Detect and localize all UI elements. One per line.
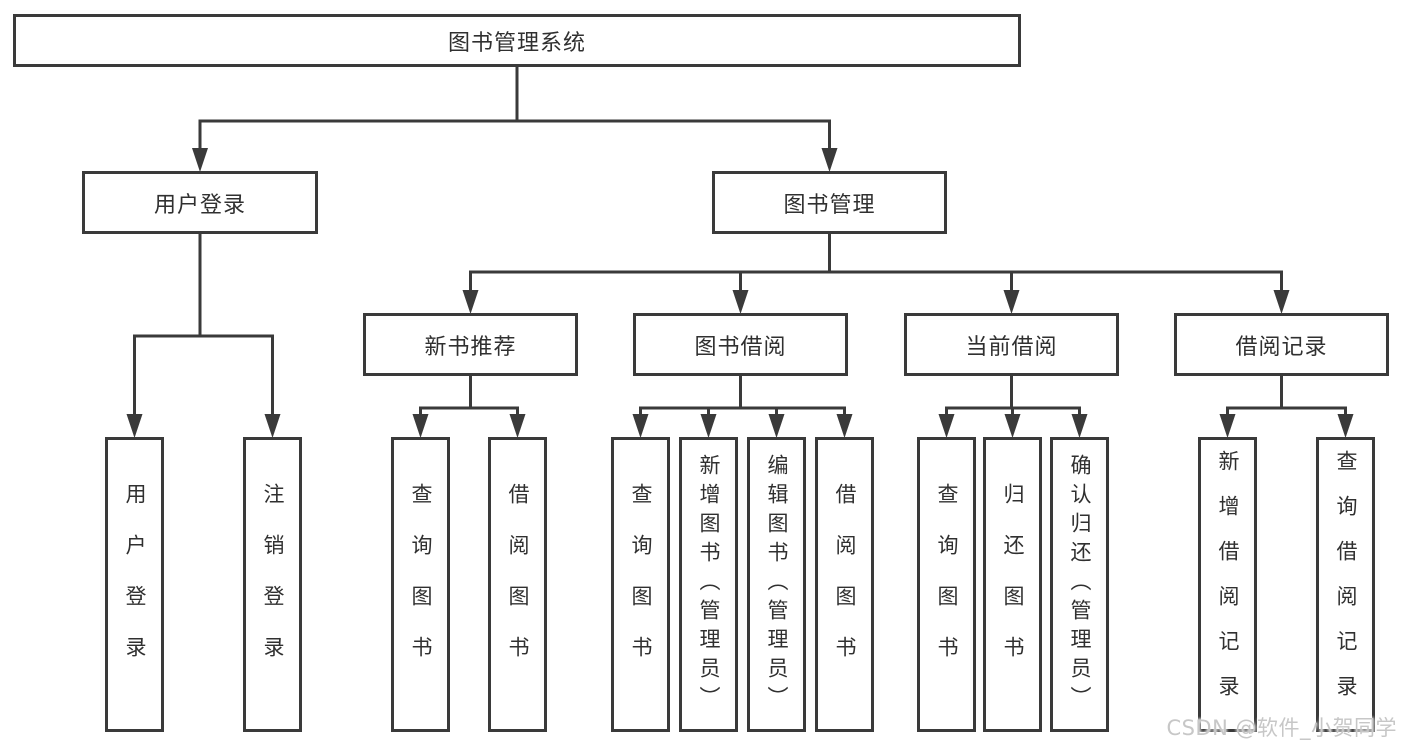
arrow-down-icon xyxy=(836,414,853,438)
connector-book-borrow-split xyxy=(632,374,853,438)
node-borrowing-records: 借阅记录 xyxy=(1174,313,1389,376)
arrow-down-icon xyxy=(821,148,838,172)
leaf-query-books-borrowing: 查询图书 xyxy=(611,437,670,732)
leaf-return-book: 归还图书 xyxy=(983,437,1042,732)
leaf-query-borrow-record: 查询借阅记录 xyxy=(1316,437,1375,732)
arrow-down-icon xyxy=(632,414,649,438)
arrow-down-icon xyxy=(509,414,526,438)
leaf-query-books-current: 查询图书 xyxy=(917,437,976,732)
node-book-management: 图书管理 xyxy=(712,171,947,234)
leaf-add-borrow-record: 新增借阅记录 xyxy=(1198,437,1257,732)
arrow-down-icon xyxy=(264,414,281,438)
leaf-confirm-return-admin: 确认归还（管理员） xyxy=(1050,437,1109,732)
arrow-down-icon xyxy=(1004,414,1021,438)
leaf-edit-book-admin: 编辑图书（管理员） xyxy=(747,437,806,732)
leaf-user-login: 用户登录 xyxy=(105,437,164,732)
arrow-down-icon xyxy=(1337,414,1354,438)
connector-book-management-split xyxy=(462,232,1290,314)
arrow-down-icon xyxy=(732,290,749,314)
arrow-down-icon xyxy=(938,414,955,438)
connector-root-split xyxy=(192,65,838,172)
leaf-borrow-books-borrowing: 借阅图书 xyxy=(815,437,874,732)
connector-user-login-split xyxy=(126,232,281,438)
connector-records-split xyxy=(1219,374,1354,438)
arrow-down-icon xyxy=(126,414,143,438)
arrow-down-icon xyxy=(192,148,208,172)
arrow-down-icon xyxy=(1003,290,1020,314)
connector-current-borrow-split xyxy=(938,374,1088,438)
arrow-down-icon xyxy=(1273,290,1290,314)
node-library-management-system: 图书管理系统 xyxy=(13,14,1021,67)
arrow-down-icon xyxy=(462,290,479,314)
arrow-down-icon xyxy=(700,414,717,438)
node-new-book-recommendation: 新书推荐 xyxy=(363,313,578,376)
arrow-down-icon xyxy=(1219,414,1236,438)
leaf-query-books-recommend: 查询图书 xyxy=(391,437,450,732)
connector-new-book-split xyxy=(412,374,526,438)
arrow-down-icon xyxy=(768,414,785,438)
leaf-logout: 注销登录 xyxy=(243,437,302,732)
node-user-login: 用户登录 xyxy=(82,171,318,234)
arrow-down-icon xyxy=(1071,414,1088,438)
csdn-watermark: CSDN @软件_小贺同学 xyxy=(1166,716,1397,740)
leaf-add-book-admin: 新增图书（管理员） xyxy=(679,437,738,732)
node-current-borrowing: 当前借阅 xyxy=(904,313,1119,376)
node-book-borrowing: 图书借阅 xyxy=(633,313,848,376)
leaf-borrow-books-recommend: 借阅图书 xyxy=(488,437,547,732)
arrow-down-icon xyxy=(412,414,429,438)
